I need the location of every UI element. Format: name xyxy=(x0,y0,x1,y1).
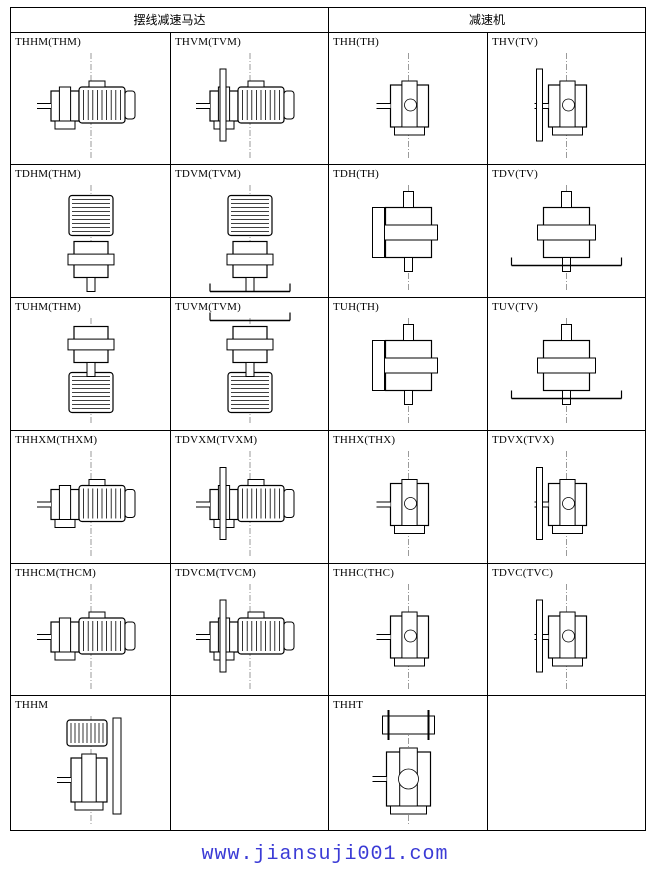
model-label: THHCM(THCM) xyxy=(15,567,97,579)
vertical-motor-foot-icon xyxy=(67,185,115,292)
vertical-reducer-flange-icon xyxy=(510,185,623,292)
model-cell: THHM xyxy=(11,696,171,830)
model-label: TUV(TV) xyxy=(492,301,538,313)
inverted-reducer-flange-icon xyxy=(510,318,623,425)
model-cell: THHX(THX) xyxy=(329,431,488,564)
model-cell: TUVM(TVM) xyxy=(171,298,329,431)
model-label: THHXM(THXM) xyxy=(15,434,98,446)
model-cell: TDVCM(TVCM) xyxy=(171,564,329,696)
combined-reducer-flange-icon xyxy=(534,584,588,690)
model-cell: TUV(TV) xyxy=(488,298,645,431)
model-label: THHC(THC) xyxy=(333,567,395,579)
model-label: TDV(TV) xyxy=(492,168,538,180)
header-reducer: 减速机 xyxy=(329,8,645,33)
double-stage-reducer-flange-icon xyxy=(534,451,588,558)
model-label: TDVM(TVM) xyxy=(175,168,241,180)
double-stage-reducer-foot-icon xyxy=(376,451,430,558)
model-cell: THHCM(THCM) xyxy=(11,564,171,696)
model-cell: TDHM(THM) xyxy=(11,165,171,298)
model-label: THHM xyxy=(15,699,49,711)
model-label: TDVCM(TVCM) xyxy=(175,567,257,579)
model-cell: THHXM(THXM) xyxy=(11,431,171,564)
model-cell: THVM(TVM) xyxy=(171,33,329,165)
horizontal-geared-motor-icon xyxy=(37,53,136,159)
model-label: TUHM(THM) xyxy=(15,301,81,313)
model-cell: TDVM(TVM) xyxy=(171,165,329,298)
model-label: TDH(TH) xyxy=(333,168,379,180)
model-label: THV(TV) xyxy=(492,36,538,48)
model-cell: TDV(TV) xyxy=(488,165,645,298)
model-label: TDHM(THM) xyxy=(15,168,81,180)
model-cell: TDVX(TVX) xyxy=(488,431,645,564)
model-cell: TUH(TH) xyxy=(329,298,488,431)
model-label: TDVC(TVC) xyxy=(492,567,554,579)
model-label: THHX(THX) xyxy=(333,434,396,446)
model-cell: THHC(THC) xyxy=(329,564,488,696)
model-label: THVM(TVM) xyxy=(175,36,241,48)
frame-mounted-reducer-icon xyxy=(372,710,435,824)
double-stage-motor-foot-icon xyxy=(37,451,136,558)
belt-drive-motor-icon xyxy=(57,716,122,824)
model-label: THHM(THM) xyxy=(15,36,81,48)
model-label: TDVX(TVX) xyxy=(492,434,555,446)
model-label: TUH(TH) xyxy=(333,301,379,313)
model-cell xyxy=(171,696,329,830)
flange-geared-motor-icon xyxy=(196,53,295,159)
model-cell: THHT xyxy=(329,696,488,830)
combined-motor-flange-icon xyxy=(196,584,295,690)
model-label: THHT xyxy=(333,699,364,711)
model-cell: THHM(THM) xyxy=(11,33,171,165)
model-table: 摆线减速马达 减速机 THHM(THM) THVM(TVM) THH(TH) THV(… xyxy=(10,7,646,831)
double-stage-motor-flange-icon xyxy=(196,451,295,558)
model-cell: THV(TV) xyxy=(488,33,645,165)
model-cell: THH(TH) xyxy=(329,33,488,165)
model-label: TDVXM(TVXM) xyxy=(175,434,258,446)
website-link[interactable]: www.jiansuji001.com xyxy=(201,843,449,866)
inverted-motor-flange-icon xyxy=(209,312,291,425)
model-label: TUVM(TVM) xyxy=(175,301,241,313)
vertical-motor-flange-icon xyxy=(209,185,291,293)
horizontal-reducer-icon xyxy=(376,53,430,159)
model-cell: TDVXM(TVXM) xyxy=(171,431,329,564)
model-cell: TUHM(THM) xyxy=(11,298,171,431)
model-cell: TDVC(TVC) xyxy=(488,564,645,696)
model-cell xyxy=(488,696,645,830)
combined-motor-foot-icon xyxy=(37,584,136,690)
model-cell: TDH(TH) xyxy=(329,165,488,298)
header-geared-motor: 摆线减速马达 xyxy=(11,8,329,33)
combined-reducer-foot-icon xyxy=(376,584,430,690)
inverted-motor-foot-icon xyxy=(67,318,115,425)
inverted-reducer-foot-icon xyxy=(372,318,438,425)
flange-reducer-icon xyxy=(534,53,588,159)
model-label: THH(TH) xyxy=(333,36,379,48)
vertical-reducer-foot-icon xyxy=(372,185,438,292)
